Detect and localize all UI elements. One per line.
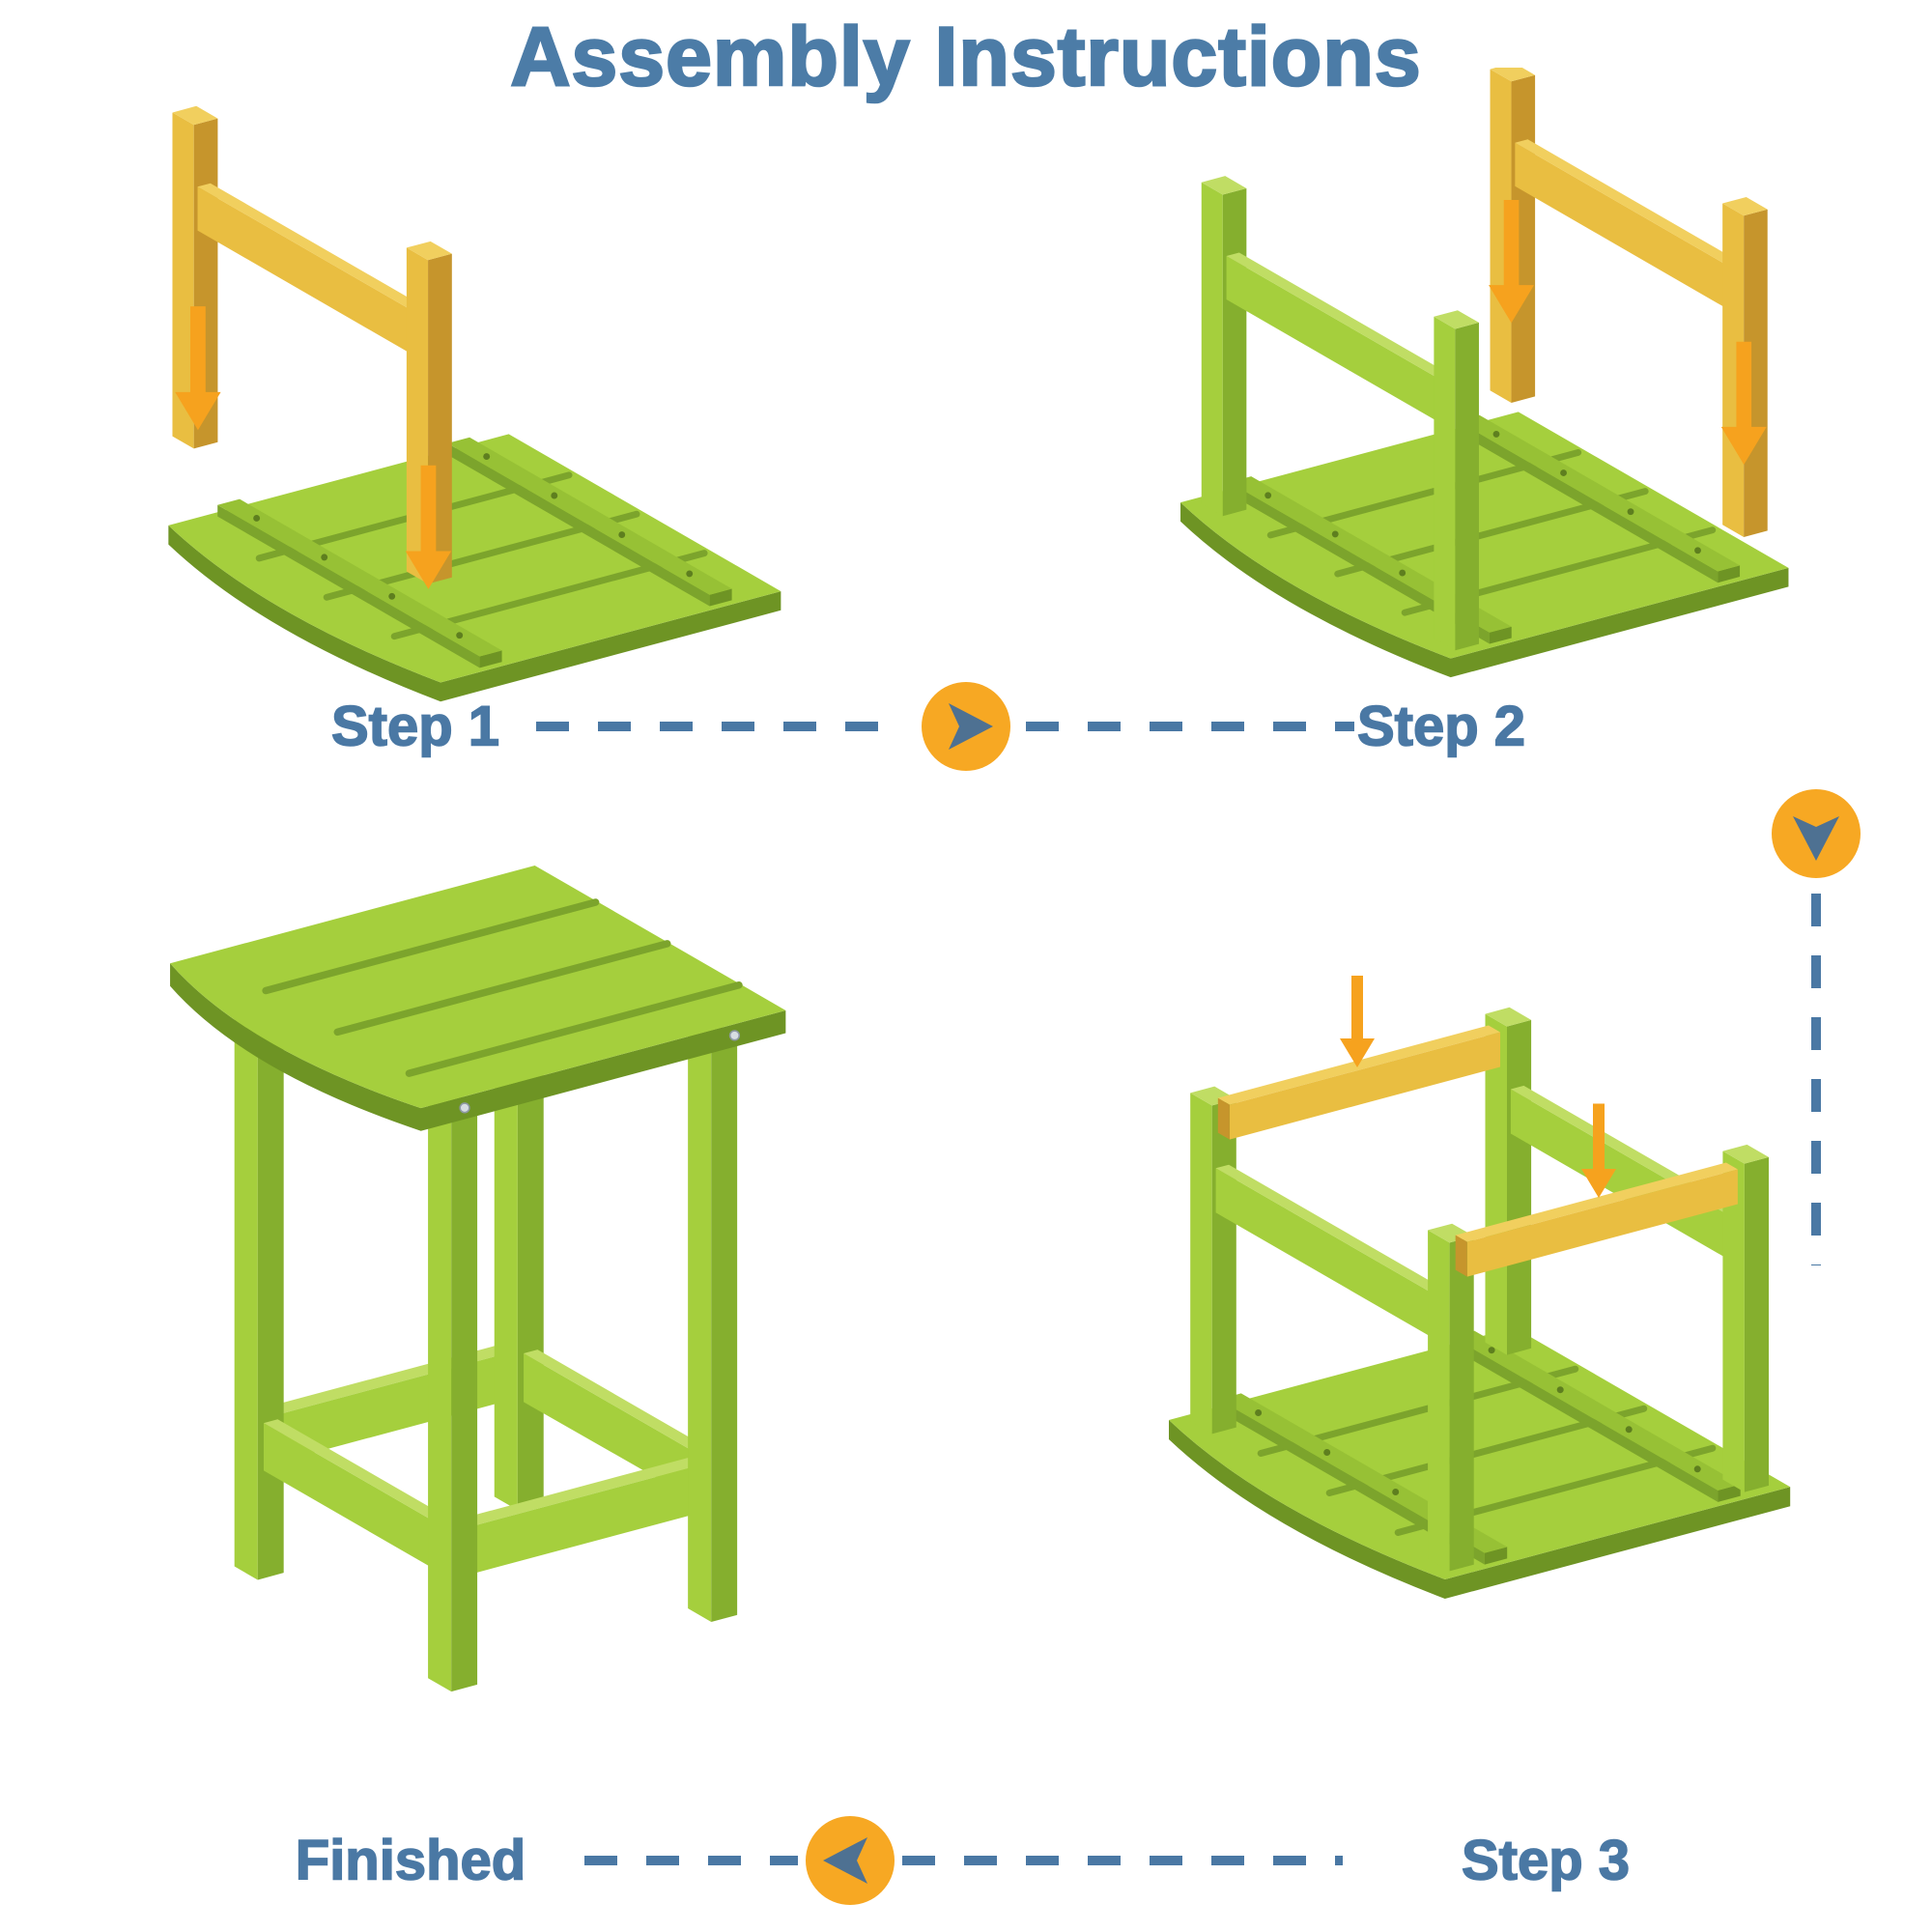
page-title: Assembly Instructions bbox=[509, 10, 1422, 105]
arrow-left-icon bbox=[806, 1816, 895, 1905]
step1-label: Step 1 bbox=[330, 695, 500, 759]
screw-icon bbox=[459, 1030, 741, 1114]
finished-label: Finished bbox=[295, 1829, 526, 1893]
finished-table bbox=[170, 865, 786, 1692]
step3-label: Step 3 bbox=[1461, 1829, 1631, 1893]
step3-illustration bbox=[1125, 976, 1802, 1652]
stretcher-bars-yellow bbox=[1217, 1025, 1738, 1277]
arrow-right-icon bbox=[922, 682, 1010, 771]
arrow-down-icon bbox=[1772, 789, 1861, 878]
finished-table-illustration bbox=[170, 865, 786, 1692]
step2-label: Step 2 bbox=[1356, 695, 1526, 759]
